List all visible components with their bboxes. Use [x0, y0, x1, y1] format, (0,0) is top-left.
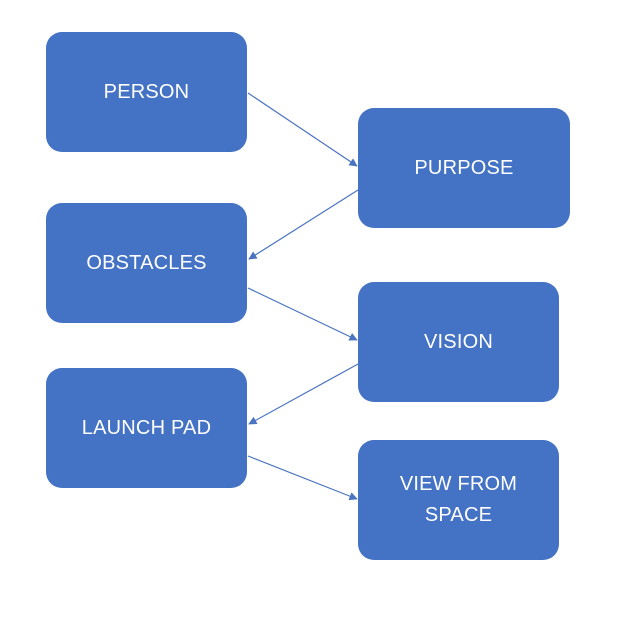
node-purpose: PURPOSE [358, 108, 570, 228]
arrow-purpose-to-obstacles [248, 189, 359, 260]
node-obstacles-label: OBSTACLES [86, 251, 207, 274]
arrow-vision-to-launch-pad [248, 363, 359, 425]
arrow-person-to-purpose [247, 92, 358, 167]
arrow-obstacles-to-vision [247, 287, 358, 341]
node-person-label: PERSON [103, 80, 190, 103]
node-view-from-space-label: VIEW FROM SPACE [399, 473, 518, 526]
node-vision-label: VISION [424, 330, 493, 353]
node-person: PERSON [46, 32, 247, 152]
node-launch-pad: LAUNCH PAD [46, 368, 247, 488]
arrow-launch-pad-to-view-from-space [247, 455, 358, 501]
node-view-from-space: VIEW FROM SPACE [358, 440, 559, 560]
node-launch-pad-label: LAUNCH PAD [81, 416, 212, 439]
node-vision: VISION [358, 282, 559, 402]
node-purpose-label: PURPOSE [414, 156, 514, 179]
node-obstacles: OBSTACLES [46, 203, 247, 323]
